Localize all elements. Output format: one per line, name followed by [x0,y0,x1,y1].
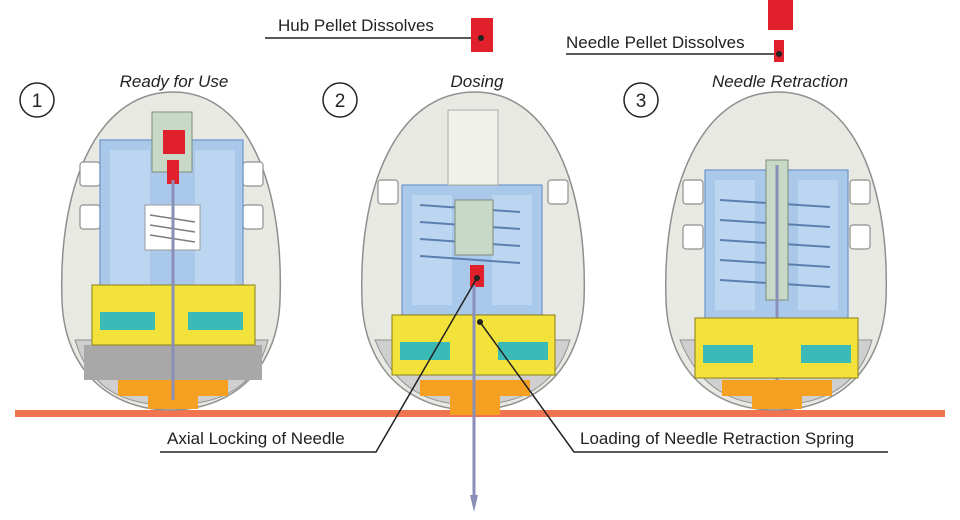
needle-pellet-legend-swatch-large [768,0,793,30]
stage-2-header: 2 Dosing [322,72,504,118]
stage-3-title: Needle Retraction [712,72,848,91]
stage-2-number: 2 [335,91,346,112]
needle-pellet-1 [167,160,179,184]
callout-needle-pellet-label: Needle Pellet Dissolves [566,33,745,52]
stage-3-number-circle [623,82,659,118]
stage-1-device [60,91,282,411]
callout-hub-pellet: Hub Pellet Dissolves [265,16,493,52]
callout-loading-spring: Loading of Needle Retraction Spring [477,319,888,453]
callout-loading-spring-label: Loading of Needle Retraction Spring [580,429,854,448]
callout-axial-locking: Axial Locking of Needle [160,275,480,453]
stage-1-title: Ready for Use [120,72,229,91]
stage-1-number: 1 [32,91,43,112]
callout-hub-pellet-label: Hub Pellet Dissolves [278,16,434,35]
stage-1-header: 1 Ready for Use [19,72,229,118]
hub-pellet-legend-swatch [471,18,493,52]
hub-pellet-1 [163,130,185,154]
stage-3-header: 3 Needle Retraction [623,72,848,118]
stage-2-number-circle [322,82,358,118]
stage-2-title: Dosing [451,72,504,91]
stage-3-device [664,91,888,411]
callout-axial-locking-label: Axial Locking of Needle [167,429,345,448]
stage-3-number: 3 [636,91,647,112]
stage-1-number-circle [19,82,55,118]
stage-2-device [360,91,586,512]
callout-needle-pellet: Needle Pellet Dissolves [566,0,793,62]
